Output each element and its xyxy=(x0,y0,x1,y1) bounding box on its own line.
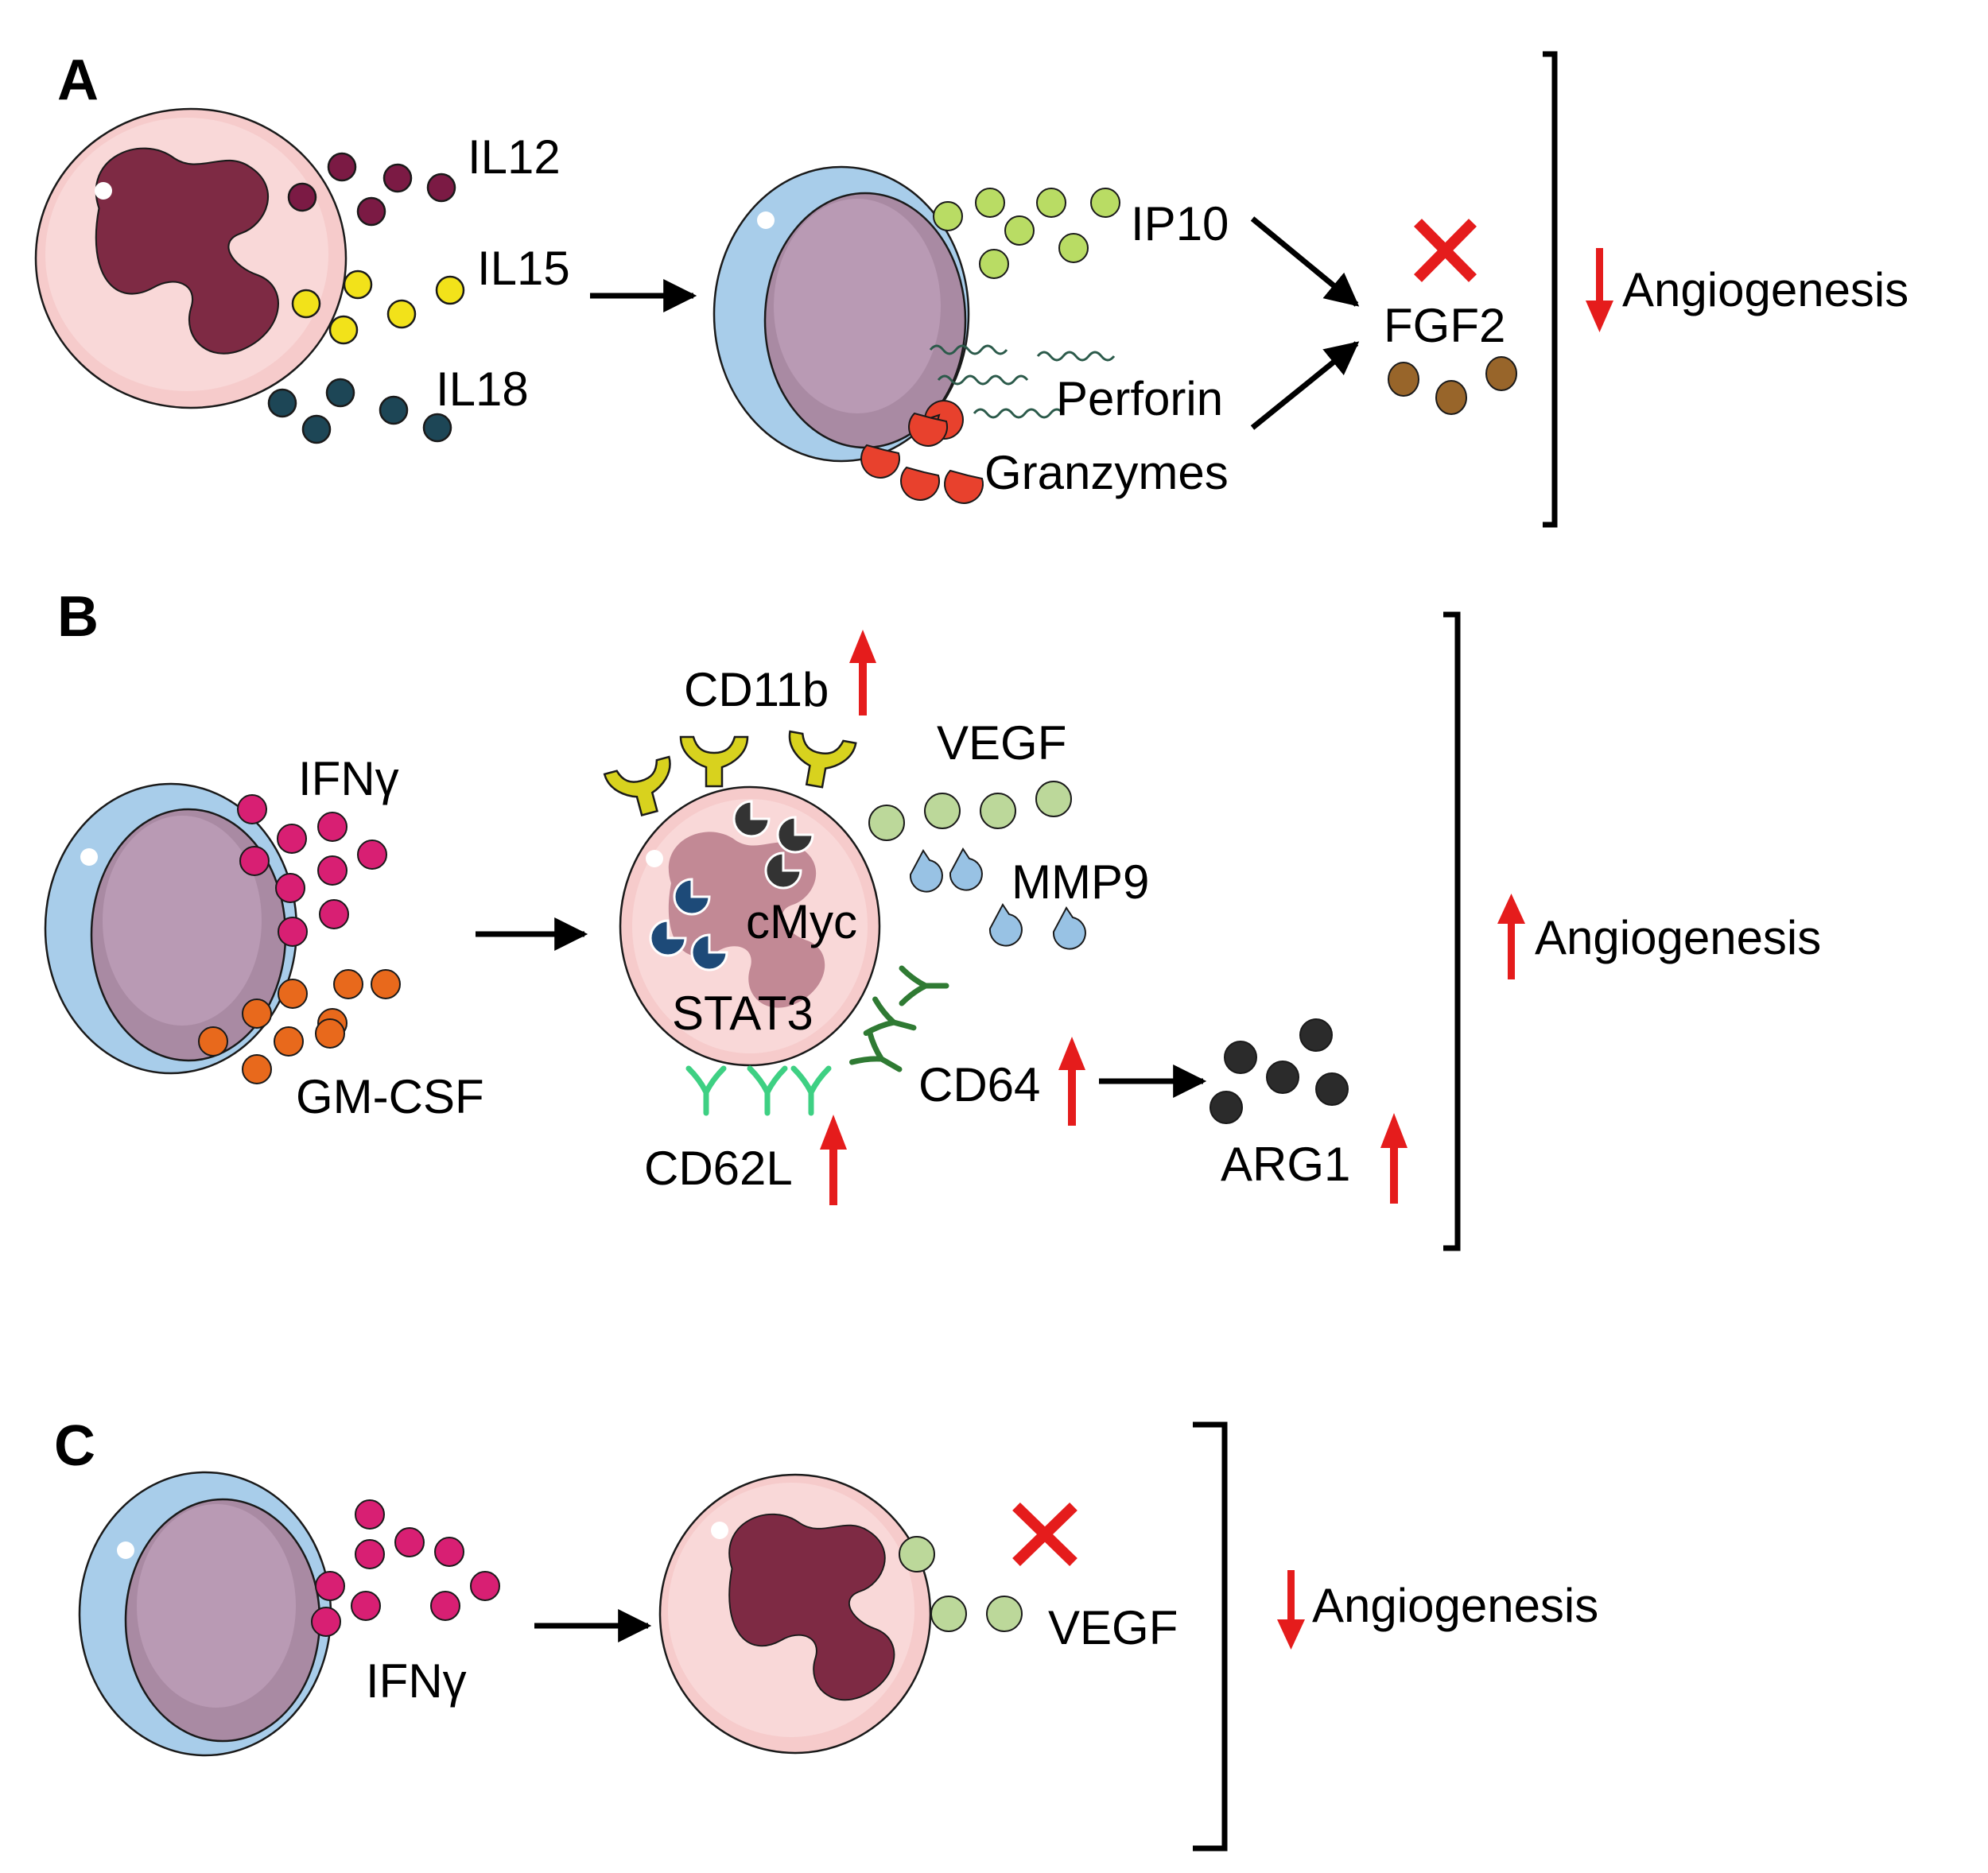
ip10-label: IP10 xyxy=(1131,197,1229,250)
ifng-label-c: IFNγ xyxy=(366,1654,467,1708)
vegf-particles-c xyxy=(899,1536,1023,1632)
outcome-b-label: Angiogenesis xyxy=(1535,911,1821,964)
bracket-c xyxy=(1193,1421,1228,1852)
neutrophil-cell-c xyxy=(658,1473,932,1755)
perforin-strands xyxy=(929,344,1116,419)
mmp9-label: MMP9 xyxy=(1011,855,1149,909)
arrow-ip10-to-fgf2 xyxy=(1250,216,1360,307)
neutrophil-cell-b xyxy=(619,785,881,1067)
outcome-a-label: Angiogenesis xyxy=(1622,263,1908,316)
cd64-label: CD64 xyxy=(918,1058,1040,1111)
il12-particles xyxy=(287,152,456,227)
inhibition-x-a xyxy=(1414,219,1477,282)
down-arrow-icon-a xyxy=(1586,248,1613,332)
il15-particles xyxy=(291,270,465,345)
panel-a-letter: A xyxy=(57,48,99,112)
panel-b-letter: B xyxy=(57,585,99,649)
nk-cell-b xyxy=(44,782,298,1075)
panel-b: B IFNγ GM-CSF xyxy=(44,585,1821,1251)
il12-label: IL12 xyxy=(468,130,561,184)
panel-a: A IL12 IL15 IL18 xyxy=(34,48,1908,528)
gmcsf-particles xyxy=(198,969,401,1084)
fgf2-label: FGF2 xyxy=(1384,299,1505,352)
up-arrow-icon-cd62l xyxy=(820,1115,847,1205)
outcome-c-label: Angiogenesis xyxy=(1312,1579,1598,1632)
up-arrow-icon-arg1 xyxy=(1380,1113,1408,1204)
cd62l-label: CD62L xyxy=(644,1142,793,1195)
arrow-perforin-to-fgf2 xyxy=(1250,341,1360,430)
il18-particles xyxy=(267,378,452,444)
granzyme-particles xyxy=(860,400,984,504)
bracket-b xyxy=(1443,611,1461,1251)
vegf-label-b: VEGF xyxy=(937,716,1066,770)
neutrophil-cell-a xyxy=(34,107,348,409)
ifng-label-b: IFNγ xyxy=(298,752,399,805)
bracket-a xyxy=(1543,51,1558,528)
panel-c: C IFNγ xyxy=(54,1414,1598,1852)
inhibition-x-c xyxy=(1012,1502,1077,1567)
arg1-label: ARG1 xyxy=(1221,1138,1350,1191)
gmcsf-label: GM-CSF xyxy=(296,1070,484,1123)
stat3-label: STAT3 xyxy=(672,987,813,1040)
stat3-molecules xyxy=(649,878,728,971)
vegf-particles-b xyxy=(868,781,1072,841)
up-arrow-icon-b xyxy=(1497,894,1525,979)
ifng-particles-b xyxy=(237,794,387,947)
vegf-label-c: VEGF xyxy=(1048,1601,1178,1654)
cmyc-label: cMyc xyxy=(746,895,857,948)
up-arrow-icon-cd64 xyxy=(1058,1037,1085,1126)
il15-label: IL15 xyxy=(477,242,570,295)
up-arrow-icon-cd11b xyxy=(849,630,876,715)
nk-cell-a xyxy=(712,165,970,463)
cd62l-receptors xyxy=(689,1068,829,1113)
cd11b-label: CD11b xyxy=(684,663,829,716)
granzymes-label: Granzymes xyxy=(984,446,1229,499)
il18-label: IL18 xyxy=(436,363,529,416)
cmyc-molecules xyxy=(732,800,814,890)
down-arrow-icon-c xyxy=(1277,1570,1305,1650)
fgf2-particles xyxy=(1388,356,1517,415)
nk-cell-c xyxy=(78,1471,332,1757)
ip10-particles xyxy=(933,188,1120,279)
panel-c-letter: C xyxy=(54,1414,95,1478)
mmp9-particles xyxy=(909,847,1086,950)
arg1-particles xyxy=(1209,1018,1349,1124)
ifng-particles-c xyxy=(311,1499,500,1637)
perforin-label: Perforin xyxy=(1056,372,1223,425)
